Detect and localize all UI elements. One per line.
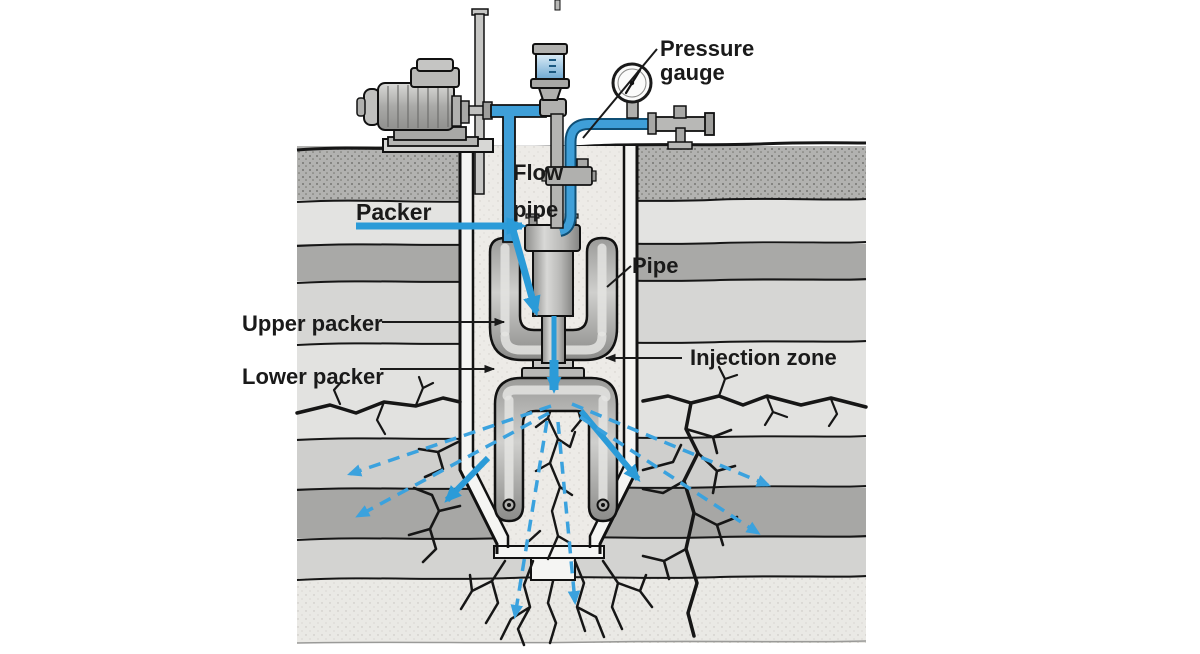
- label-injection-zone: Injection zone: [690, 345, 837, 370]
- lubricator: [530, 43, 597, 229]
- frac-arrow-left: [444, 455, 491, 503]
- pump: [356, 58, 494, 153]
- well-casing: [458, 146, 639, 554]
- label-upper-packer: Upper packer: [242, 311, 383, 336]
- label-pointers: [380, 48, 682, 374]
- fracture-network: [295, 365, 868, 647]
- gauge-piping: [647, 105, 715, 150]
- pump-motor-body: [377, 82, 455, 131]
- labels: Pressure gauge Flow pipe Packer Pipe Upp…: [242, 36, 837, 389]
- pressure-gauge-pointer: [582, 48, 658, 139]
- pressure-branch-pipe: [558, 118, 651, 237]
- flow-into-packer-arrow: [506, 218, 541, 317]
- pipe-pointer: [606, 265, 632, 288]
- flow-arrows: [356, 217, 641, 503]
- pressure-gauge-icon: [611, 62, 653, 119]
- label-lower-packer: Lower packer: [242, 364, 384, 389]
- label-packer: Packer: [356, 199, 432, 225]
- label-flow: Flow: [513, 160, 564, 185]
- injection-dispersion-arrows: [347, 402, 771, 620]
- label-flow-pipe: pipe: [513, 197, 558, 222]
- label-pipe: Pipe: [632, 253, 678, 278]
- label-pressure-gauge-2: gauge: [660, 60, 725, 85]
- label-pressure-gauge-1: Pressure: [660, 36, 754, 61]
